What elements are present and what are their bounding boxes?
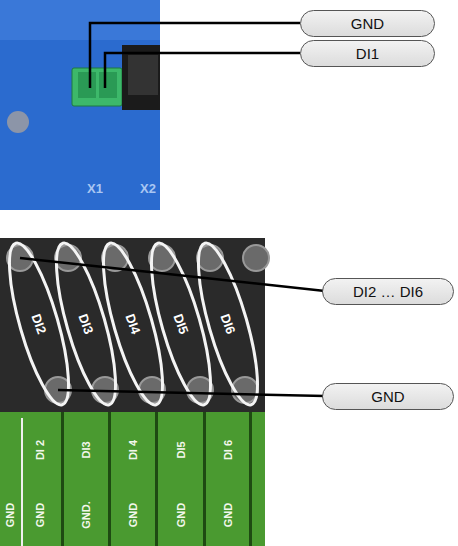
connector-name: X1 (87, 181, 103, 196)
plug-slot (99, 72, 117, 98)
leader-line (58, 390, 325, 396)
terminal-ovals (0, 238, 269, 410)
callout-pill: GND (300, 10, 435, 37)
leader-line (105, 53, 300, 88)
signal-name: DI2 … DI6 (353, 283, 423, 300)
terminal-label: DI 2 (34, 440, 46, 460)
rj-socket (122, 45, 160, 110)
terminal-label: DI3 (80, 441, 92, 458)
signal-name: GND (371, 388, 404, 405)
terminal-label: GND (34, 503, 46, 527)
terminal-label: DI 4 (127, 440, 139, 460)
connector-name: X2 (140, 181, 156, 196)
terminal-label: GND (4, 503, 16, 527)
terminal-strip (0, 412, 265, 546)
leader-line (20, 258, 325, 291)
callout-pill: GND (322, 383, 454, 410)
terminal-label: DI 6 (222, 440, 234, 460)
terminal-label: GND (127, 503, 139, 527)
strip-separators (61, 412, 252, 546)
plug-connector (72, 68, 122, 106)
callout-pill: DI2 … DI6 (322, 278, 454, 305)
callout-pill: DI1 (300, 40, 435, 67)
leader-line (90, 23, 300, 88)
device-housing (0, 0, 160, 210)
led-window (7, 111, 29, 133)
signal-name: GND (351, 15, 384, 32)
terminal-label: GND (222, 503, 234, 527)
terminal-label: GND. (80, 501, 92, 529)
rj-opening (128, 55, 158, 95)
terminal-label: GND (175, 503, 187, 527)
strip-mark (21, 418, 23, 546)
housing-top (0, 0, 160, 40)
signal-name: DI1 (356, 45, 379, 62)
plug-slot (78, 72, 96, 98)
terminal-label: DI5 (175, 441, 187, 458)
